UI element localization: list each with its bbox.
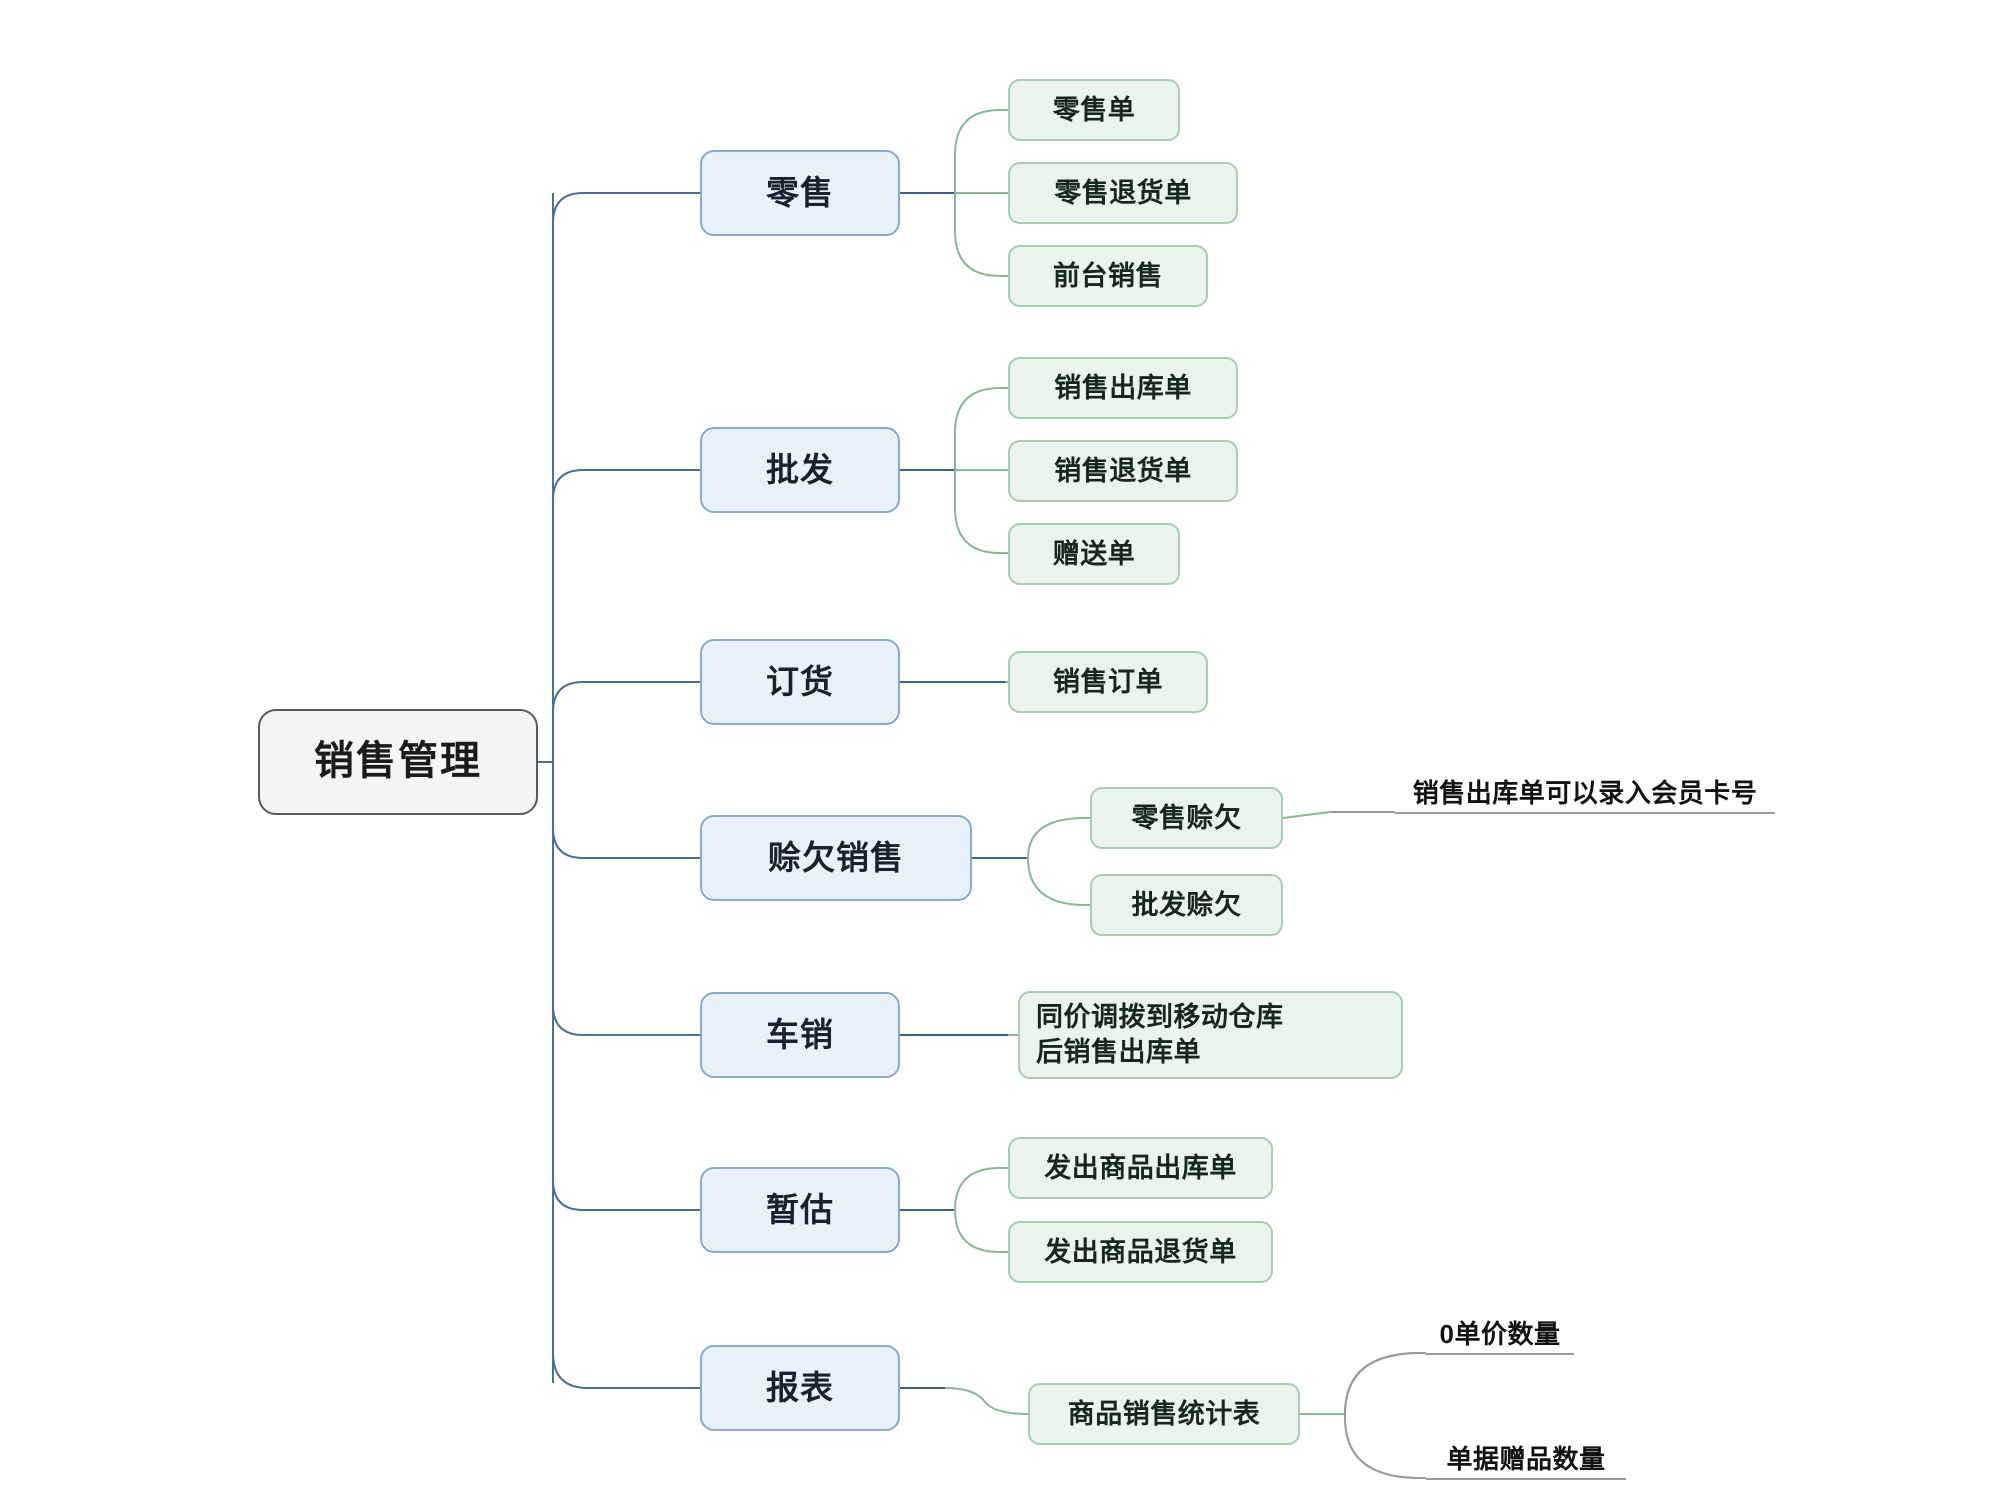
edge-trunk-provisional: [552, 1179, 700, 1211]
edge-trunk-retail: [552, 192, 700, 224]
branch-node-provisional[interactable]: 暂估: [700, 1167, 900, 1253]
leaf-node-gift-order[interactable]: 赠送单: [1008, 523, 1180, 585]
branch-node-vehicle-sales[interactable]: 车销: [700, 992, 900, 1078]
branch-node-retail[interactable]: 零售: [700, 150, 900, 236]
note-voucher-gift-qty[interactable]: 单据赠品数量: [1426, 1428, 1626, 1480]
edge-trunk-ordering: [552, 681, 700, 713]
edge-trunk-credit: [552, 827, 700, 859]
leaf-node-issued-goods-return[interactable]: 发出商品退货单: [1008, 1221, 1273, 1283]
edge-credit-bracket: [1026, 817, 1086, 906]
leaf-node-sales-order[interactable]: 销售订单: [1008, 651, 1208, 713]
leaf-node-issued-goods-outbound[interactable]: 发出商品出库单: [1008, 1137, 1273, 1199]
note-member-card[interactable]: 销售出库单可以录入会员卡号: [1395, 762, 1775, 814]
edge-reports-leaf: [944, 1387, 1029, 1415]
branch-node-reports[interactable]: 报表: [700, 1345, 900, 1431]
leaf-node-transfer-then-outbound[interactable]: 同价调拨到移动仓库 后销售出库单: [1018, 991, 1403, 1079]
branch-node-wholesale[interactable]: 批发: [700, 427, 900, 513]
edge-credit-note-stub: [1282, 811, 1331, 819]
leaf-node-retail-order[interactable]: 零售单: [1008, 79, 1180, 141]
root-node[interactable]: 销售管理: [258, 709, 538, 815]
leaf-node-sales-outbound[interactable]: 销售出库单: [1008, 357, 1238, 419]
edge-report-notes-curve: [1344, 1352, 1421, 1479]
leaf-node-retail-credit[interactable]: 零售赊欠: [1090, 787, 1283, 849]
leaf-node-front-desk-sale[interactable]: 前台销售: [1008, 245, 1208, 307]
edge-trunk-reports: [552, 1352, 700, 1389]
leaf-node-sales-return[interactable]: 销售退货单: [1008, 440, 1238, 502]
branch-node-credit-sales[interactable]: 赊欠销售: [700, 815, 972, 901]
edge-report-notes-bracket: [1344, 1352, 1421, 1421]
branch-node-ordering[interactable]: 订货: [700, 639, 900, 725]
edge-trunk-wholesale: [552, 469, 700, 501]
leaf-node-retail-return[interactable]: 零售退货单: [1008, 162, 1238, 224]
note-zero-price-qty[interactable]: 0单价数量: [1426, 1303, 1574, 1355]
edge-provisional-bracket: [953, 1167, 1001, 1253]
leaf-node-wholesale-credit[interactable]: 批发赊欠: [1090, 874, 1283, 936]
edge-trunk-vehicle: [552, 1004, 700, 1036]
leaf-node-product-sales-report[interactable]: 商品销售统计表: [1028, 1383, 1300, 1445]
